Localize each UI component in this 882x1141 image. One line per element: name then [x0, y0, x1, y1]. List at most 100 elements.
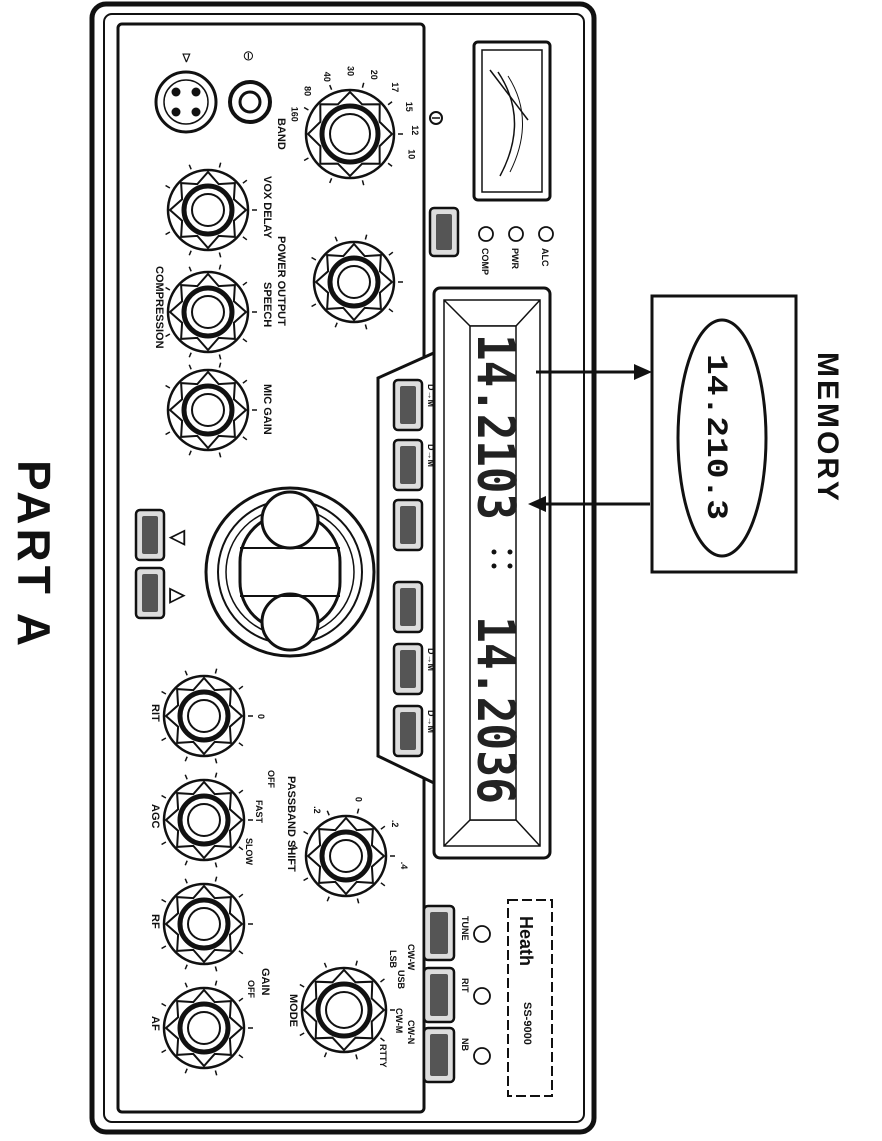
speech-tick [165, 333, 171, 338]
passband-tick-label: 0 [354, 797, 364, 802]
rf-knob[interactable] [161, 876, 253, 972]
vox-delay-knob-center [191, 193, 225, 227]
band-tick [303, 157, 309, 162]
mic-gain-knob[interactable] [165, 362, 257, 458]
vfo-button-face [400, 650, 416, 688]
af-tick [161, 1049, 167, 1054]
power-output-tick [364, 234, 368, 240]
chassis-inner [103, 13, 585, 1123]
vox-delay-knob[interactable] [165, 162, 257, 258]
vfo-button-label: D→M [426, 710, 436, 733]
lcd-status-dot [507, 549, 513, 555]
vfo-button-face [400, 446, 416, 484]
function-button[interactable]: TUNE [422, 904, 491, 962]
mic-gain-tick [242, 436, 248, 441]
rf-knob-center [187, 907, 221, 941]
vox-delay-tick [218, 162, 222, 168]
vfo-button[interactable]: D→M [392, 704, 436, 758]
agc-tick-label: OFF [266, 770, 276, 788]
function-button[interactable]: RIT [422, 966, 491, 1024]
speech-label: SPEECH [261, 282, 273, 327]
mode-tick [355, 1054, 358, 1060]
phones-jack-hole [238, 90, 262, 114]
rit-knob[interactable] [161, 668, 253, 764]
speech-knob[interactable] [165, 264, 257, 360]
power-output-tick [388, 251, 394, 256]
vfo-button[interactable] [392, 580, 424, 634]
brand-model: SS-9000 [521, 1002, 533, 1045]
vfo-button-face [400, 588, 416, 626]
rit-tick [161, 690, 167, 695]
mode-knob[interactable] [299, 960, 395, 1060]
pwr-indicator-icon [508, 226, 524, 242]
sub-frequency-readout: 14.2036 [465, 616, 525, 804]
mic-pin [191, 87, 201, 97]
agc-tick [184, 860, 188, 866]
band-tick-label: 17 [390, 82, 400, 92]
vfo-button[interactable]: D→M [392, 642, 436, 696]
band-tick-label: 30 [345, 66, 355, 76]
speech-tick [242, 281, 248, 286]
function-button[interactable]: NB [422, 1026, 491, 1084]
vox-delay-label: VOX DELAY [261, 176, 273, 239]
vfo-button[interactable]: D→M [392, 378, 436, 432]
rit-tick [238, 742, 244, 747]
mode-tick [299, 983, 305, 988]
alc-label: ALC [540, 248, 550, 267]
vox-delay-tick [242, 236, 248, 241]
agc-tick [184, 774, 188, 780]
vfo-button[interactable] [392, 498, 424, 552]
rf-tick [184, 878, 188, 884]
speech-tick [242, 338, 248, 343]
vox-delay-tick [188, 164, 192, 170]
speech-tick [218, 264, 222, 270]
lcd-status-dot [491, 549, 497, 555]
power-output-tick [334, 322, 338, 328]
mode-tick-label: RTTY [378, 1044, 388, 1068]
band-tick [361, 180, 365, 186]
memory-value: 14.210.3 [698, 354, 732, 520]
mic-symbol-icon: ⊳ [179, 52, 195, 64]
passband-shift-tick [303, 877, 309, 882]
power-output-tick [364, 324, 368, 330]
band-knob[interactable] [303, 82, 403, 186]
band-tick-label: 12 [410, 125, 420, 135]
rf-tick [161, 945, 167, 950]
meter-needle [489, 69, 529, 121]
function-indicator-icon [473, 987, 491, 1005]
agc-knob[interactable] [161, 772, 253, 868]
mode-knob-center [325, 991, 363, 1029]
mic-gain-label: MIC GAIN [261, 384, 273, 435]
mode-label: MODE [287, 994, 299, 1027]
gain-label: GAIN [259, 968, 271, 996]
power-output-knob[interactable] [311, 234, 403, 330]
rf-label: RF [149, 914, 161, 929]
arrow-head-left-icon [528, 496, 546, 512]
passband-shift-tick [326, 896, 330, 902]
band-label: BAND [275, 118, 287, 150]
power-output-tick [334, 236, 338, 242]
af-knob[interactable] [161, 980, 253, 1076]
agc-tick-label: FAST [254, 800, 264, 824]
passband-tick-label: .2 [390, 820, 400, 828]
power-output-tick [388, 308, 394, 313]
brand-plate [507, 899, 553, 1097]
rf-tick [238, 893, 244, 898]
rit-tick-label: 0 [256, 714, 266, 719]
band-tick [303, 106, 309, 111]
passband-shift-knob[interactable] [303, 808, 395, 904]
band-tick [387, 162, 393, 167]
meter-window [481, 49, 543, 193]
function-button-face [430, 1034, 448, 1076]
vfo-button[interactable]: D→M [392, 438, 436, 492]
passband-shift-tick [303, 830, 309, 835]
passband-shift-tick [380, 882, 386, 887]
band-tick-label: 160 [290, 107, 300, 122]
band-tick [387, 101, 393, 106]
band-tick [361, 82, 365, 88]
mode-tick-label: CW-W [406, 944, 416, 971]
agc-tick [161, 794, 167, 799]
step-down-arrow-icon: ▽ [167, 529, 189, 546]
band-tick-label: 40 [322, 72, 332, 82]
vfo-button-label: D→M [426, 444, 436, 467]
